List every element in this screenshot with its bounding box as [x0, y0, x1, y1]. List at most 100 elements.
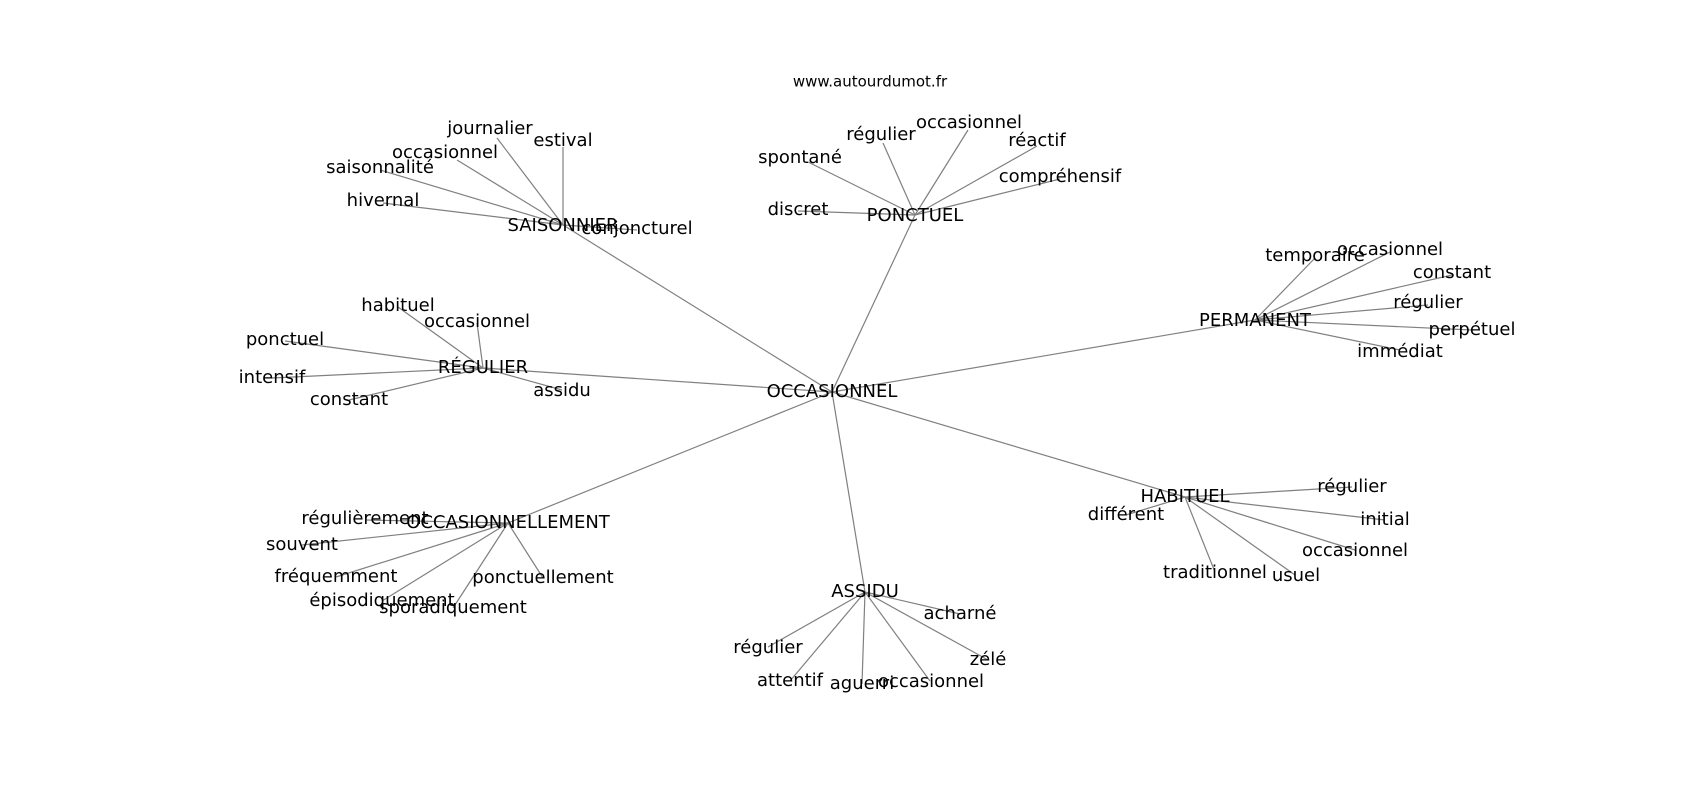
edge-saisonnier-saisonnalite — [379, 169, 564, 226]
hub-habituel[interactable]: HABITUEL — [1140, 486, 1229, 507]
edge-occ-ponctuellement — [507, 522, 544, 579]
hub-permanent[interactable]: PERMANENT — [1199, 310, 1312, 331]
word-occasionnel[interactable]: occasionnel — [392, 142, 498, 163]
word-habituel[interactable]: habituel — [361, 295, 434, 316]
word-traditionnel[interactable]: traditionnel — [1163, 562, 1267, 583]
edge-assidu-occasionnel — [864, 591, 931, 682]
edge-saisonnier-conjoncturel — [562, 224, 638, 231]
word-hivernal[interactable]: hivernal — [347, 190, 420, 211]
edge-assidu-regulier — [767, 591, 866, 648]
edge-permanent-constant — [1254, 274, 1453, 321]
word-perpetuel[interactable]: perpétuel — [1429, 319, 1516, 340]
word-regulier[interactable]: régulier — [846, 124, 916, 145]
word-conjoncturel[interactable]: conjoncturel — [581, 218, 692, 239]
cluster-ponctuel: régulier occasionnel réactif spontané co… — [758, 112, 1122, 226]
edge-occ-sporadiquement — [452, 522, 509, 609]
word-regulier[interactable]: régulier — [1317, 476, 1387, 497]
hub-saisonnier[interactable]: SAISONNIER — [507, 215, 618, 236]
edge-habituel-usuel — [1184, 496, 1296, 576]
edge-regulier-habituel — [397, 306, 484, 369]
edge-occ-souvent — [301, 522, 509, 546]
edge-permanent-regulier — [1254, 304, 1429, 321]
edge-habituel-different — [1125, 496, 1186, 516]
word-discret[interactable]: discret — [768, 199, 829, 220]
edge-habituel-initial — [1184, 496, 1386, 521]
cluster-habituel: régulier différent initial occasionnel t… — [1088, 476, 1410, 586]
edge-regulier-constant — [348, 367, 484, 401]
word-assidu[interactable]: assidu — [533, 380, 591, 401]
hub-occasionnellement[interactable]: OCCASIONNELLEMENT — [406, 512, 611, 533]
word-occasionnel[interactable]: occasionnel — [916, 112, 1022, 133]
word-constant[interactable]: constant — [310, 389, 388, 410]
edge-habituel-occasionnel — [1184, 496, 1356, 551]
word-occasionnel[interactable]: occasionnel — [424, 311, 530, 332]
word-occasionnel[interactable]: occasionnel — [1302, 540, 1408, 561]
edge-assidu-acharne — [864, 591, 961, 615]
word-regulierement[interactable]: régulièrement — [301, 508, 428, 529]
edge-center-permanent — [831, 319, 1256, 393]
edge-habituel-traditionnel — [1184, 496, 1216, 573]
edge-permanent-perpetuel — [1254, 319, 1473, 331]
edge-ponctuel-occasionnel — [914, 129, 969, 216]
word-regulier[interactable]: régulier — [1393, 292, 1463, 313]
word-journalier[interactable]: journalier — [446, 118, 533, 139]
word-reactif[interactable]: réactif — [1008, 130, 1066, 151]
word-comprehensif[interactable]: compréhensif — [999, 166, 1122, 187]
edge-center-occasionnellement — [507, 391, 833, 524]
word-acharne[interactable]: acharné — [924, 603, 997, 624]
edge-regulier-assidu — [482, 367, 563, 391]
cluster-assidu: acharné régulier zélé attentif aguerri o… — [733, 581, 1006, 694]
edge-regulier-occasionnel — [476, 322, 484, 369]
edge-assidu-zele — [864, 591, 989, 661]
cluster-permanent: temporaire occasionnel constant régulier… — [1199, 239, 1515, 362]
edge-habituel-regulier — [1184, 486, 1353, 498]
word-attentif[interactable]: attentif — [757, 670, 824, 691]
site-url[interactable]: www.autourdumot.fr — [793, 73, 948, 91]
edge-center-assidu — [831, 391, 866, 593]
word-temporaire[interactable]: temporaire — [1265, 245, 1365, 266]
word-immediat[interactable]: immédiat — [1357, 341, 1443, 362]
word-constant[interactable]: constant — [1413, 262, 1491, 283]
word-regulier[interactable]: régulier — [733, 637, 803, 658]
word-different[interactable]: différent — [1088, 504, 1164, 525]
word-sporadiquement[interactable]: sporadiquement — [379, 597, 527, 618]
hub-assidu[interactable]: ASSIDU — [831, 581, 899, 602]
cluster-saisonnier: journalier estival occasionnel saisonnal… — [326, 118, 692, 239]
word-souvent[interactable]: souvent — [266, 534, 338, 555]
word-zele[interactable]: zélé — [970, 649, 1007, 670]
edge-saisonnier-hivernal — [382, 202, 564, 226]
center-edges — [482, 214, 1256, 593]
word-occasionnel[interactable]: occasionnel — [1337, 239, 1443, 260]
word-saisonnalite[interactable]: saisonnalité — [326, 157, 434, 178]
edge-center-saisonnier — [562, 224, 833, 393]
word-spontane[interactable]: spontané — [758, 147, 842, 168]
word-occasionnel[interactable]: occasionnel — [878, 671, 984, 692]
edge-center-regulier — [482, 367, 833, 393]
edge-regulier-ponctuel — [284, 340, 484, 369]
edge-occ-regulierement — [364, 519, 509, 524]
center-word[interactable]: OCCASIONNEL — [767, 381, 898, 402]
word-estival[interactable]: estival — [533, 130, 592, 151]
edge-occ-episodiquement — [381, 522, 509, 602]
hub-ponctuel[interactable]: PONCTUEL — [867, 205, 964, 226]
edge-center-habituel — [831, 391, 1186, 498]
word-aguerri[interactable]: aguerri — [830, 673, 894, 694]
word-episodiquement[interactable]: épisodiquement — [309, 590, 454, 611]
cluster-regulier: habituel occasionnel ponctuel intensif c… — [239, 295, 591, 410]
word-intensif[interactable]: intensif — [239, 367, 306, 388]
word-ponctuel[interactable]: ponctuel — [246, 329, 324, 350]
word-frequemment[interactable]: fréquemment — [275, 566, 398, 587]
edge-ponctuel-reactif — [914, 145, 1038, 216]
word-initial[interactable]: initial — [1360, 509, 1410, 530]
edge-assidu-aguerri — [861, 591, 866, 685]
word-ponctuellement[interactable]: ponctuellement — [472, 567, 613, 588]
edge-occ-frequemment — [335, 522, 509, 578]
edge-center-ponctuel — [831, 214, 916, 393]
edge-permanent-occasionnel — [1254, 251, 1391, 321]
edge-assidu-attentif — [789, 591, 866, 682]
hub-regulier[interactable]: RÉGULIER — [438, 356, 528, 378]
word-usuel[interactable]: usuel — [1272, 565, 1320, 586]
edge-ponctuel-discret — [797, 210, 916, 216]
edge-permanent-immediat — [1254, 319, 1401, 351]
edge-saisonnier-occasionnel — [456, 159, 564, 226]
